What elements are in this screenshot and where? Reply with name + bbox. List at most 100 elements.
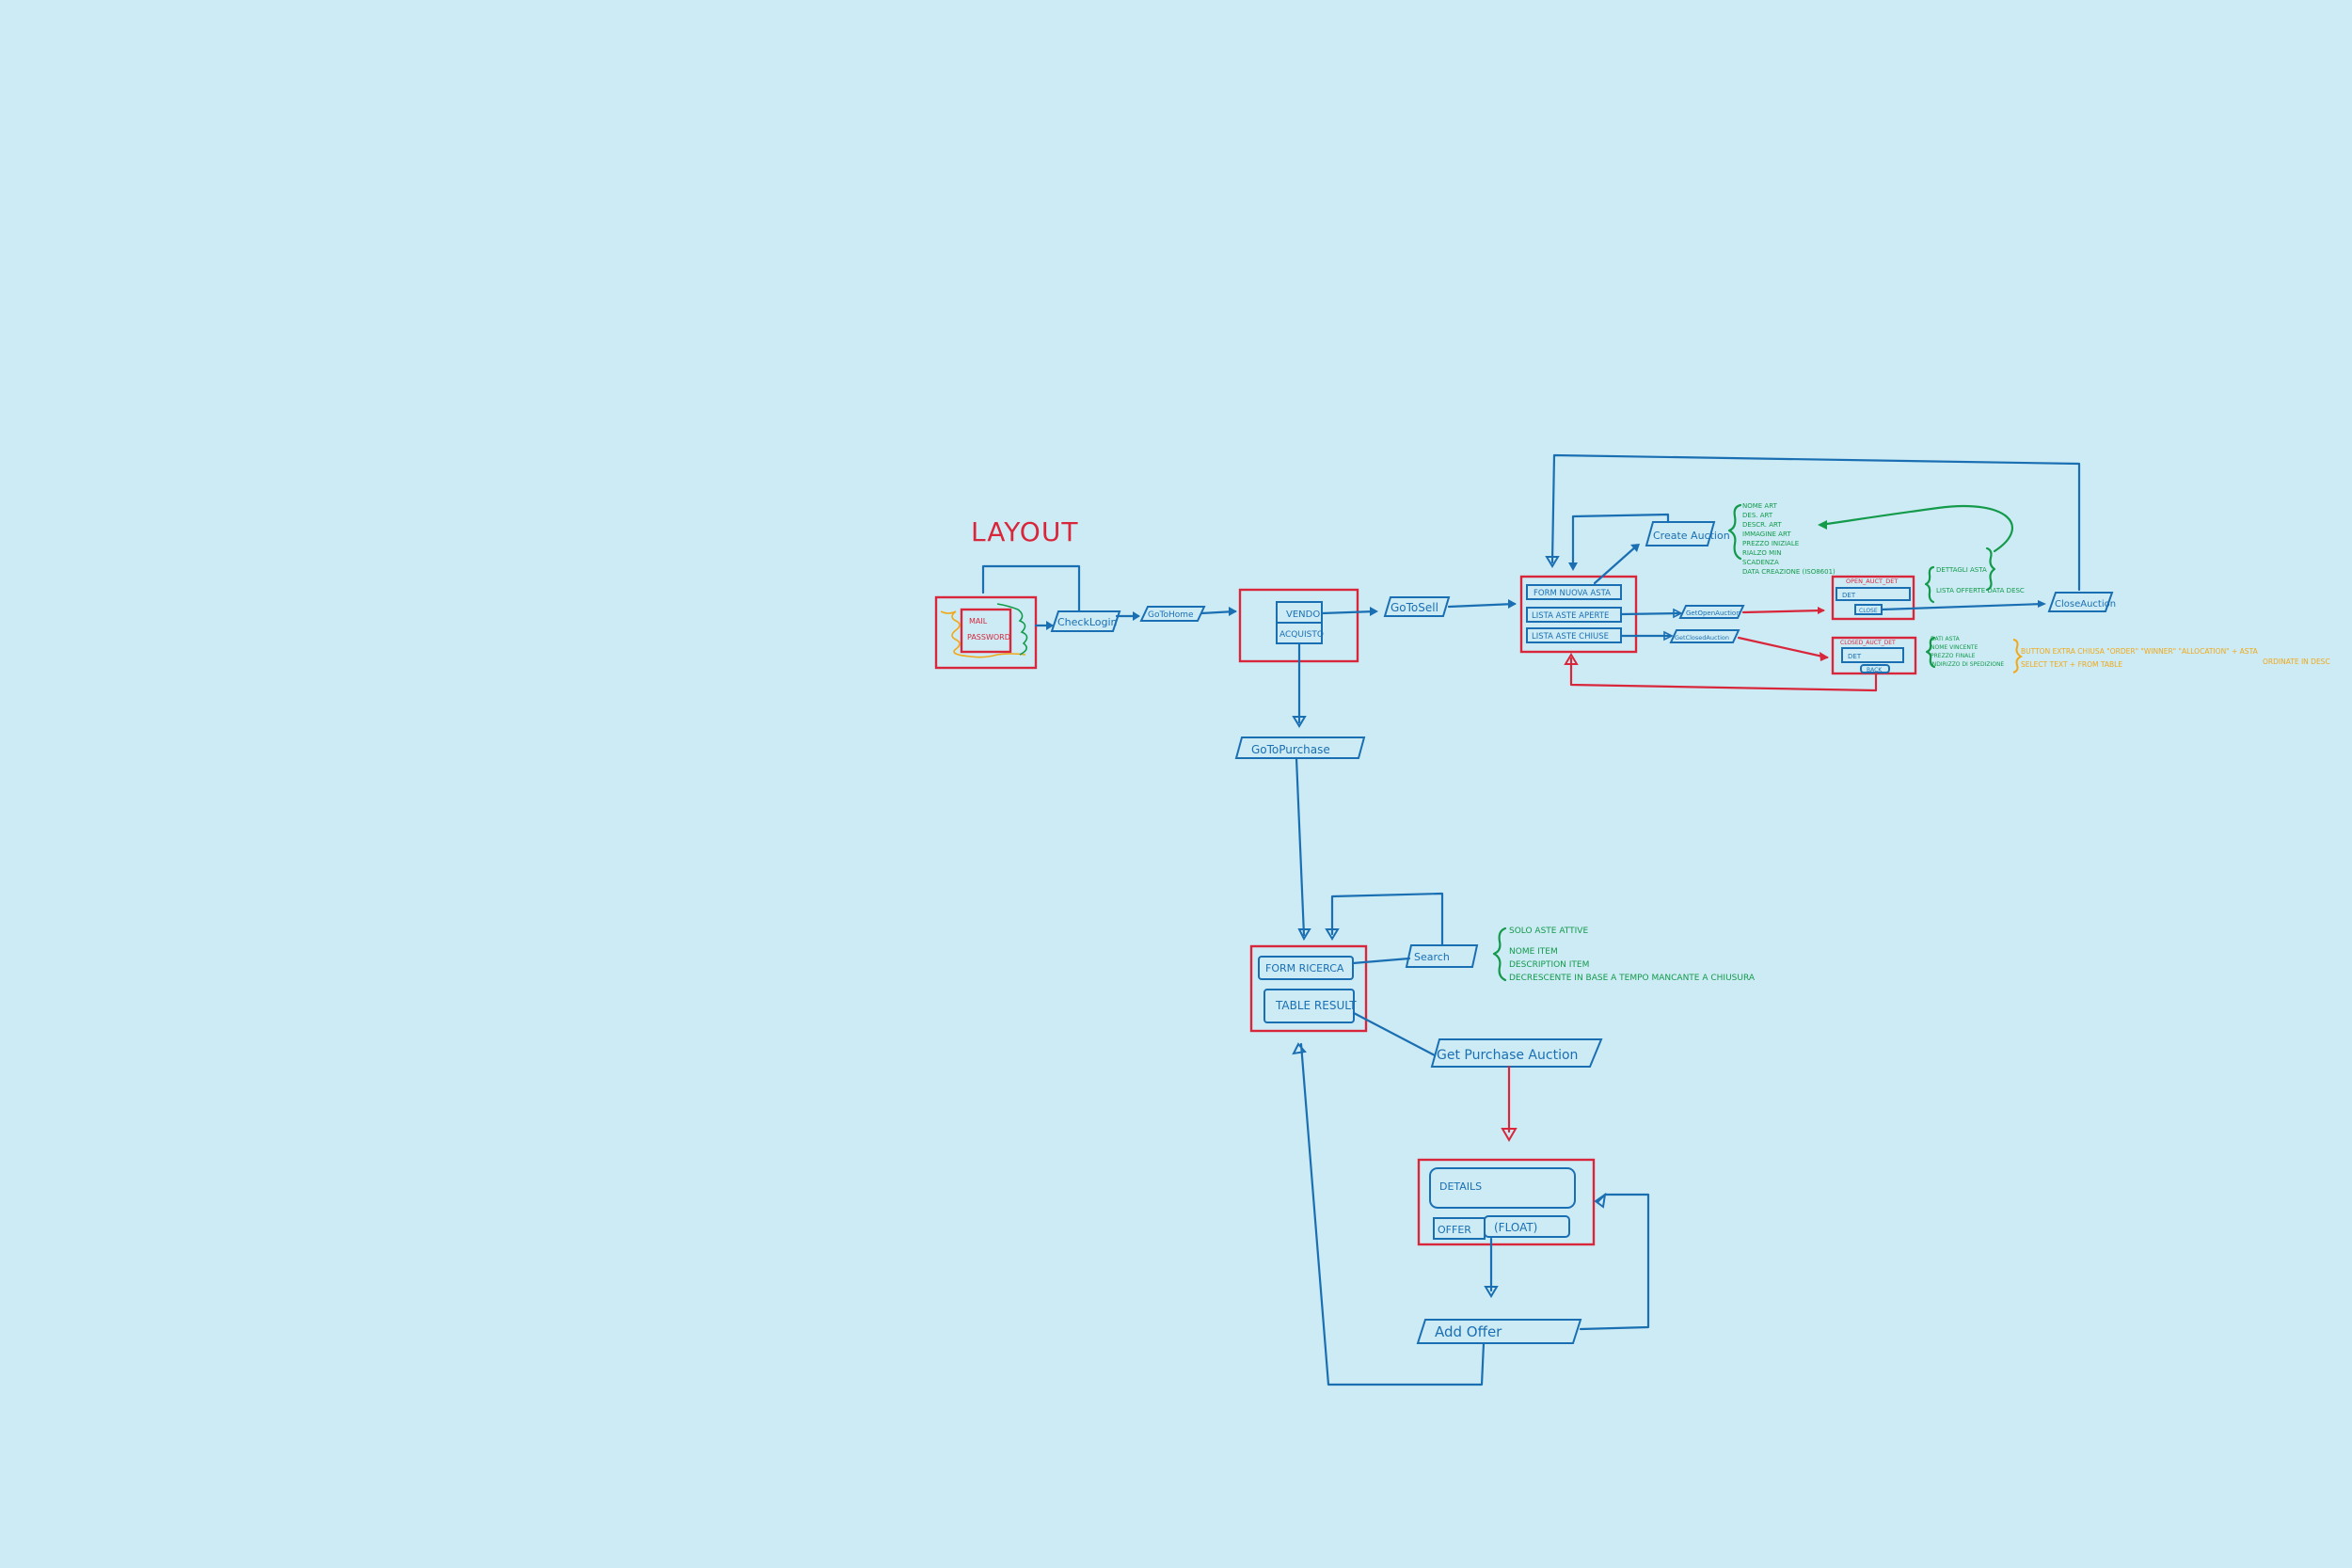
arrow-head xyxy=(1545,556,1560,568)
form-nuova-asta-label: FORM NUOVA ASTA xyxy=(1534,589,1611,598)
arrow-head xyxy=(1818,520,1827,530)
closed-note-3: INDIRIZZO DI SPEDIZIONE xyxy=(1931,661,2004,668)
arrow-head xyxy=(1501,1128,1518,1142)
get-open-auction-action[interactable]: GetOpenAuction xyxy=(1678,605,1745,619)
closed-orange-1: SELECT TEXT + FROM TABLE xyxy=(2021,660,2122,669)
closed-detail-back-button[interactable] xyxy=(1860,664,1890,673)
search-shape[interactable] xyxy=(1405,944,1479,968)
home-vendo[interactable]: VENDO xyxy=(1286,610,1320,620)
open-notes-right-brace xyxy=(1985,546,1996,592)
check-login-shape[interactable] xyxy=(1050,610,1121,632)
closed-notes-brace xyxy=(1925,636,1936,669)
create-auction-label: Create Auction xyxy=(1653,530,1730,542)
arrow-head xyxy=(1508,599,1517,609)
check-login-loop xyxy=(981,564,1081,612)
open-detail-close: CLOSE xyxy=(1859,608,1878,614)
home-acquisto[interactable]: ACQUISTO xyxy=(1279,630,1324,640)
login-inner-frame xyxy=(960,608,1012,654)
arrow-head xyxy=(1594,1192,1607,1209)
login-page-frame xyxy=(934,595,1038,670)
closed-orange-0: BUTTON EXTRA CHIUSA "ORDER" "WINNER" "AL… xyxy=(2021,647,2259,656)
get-closed-auction-action[interactable]: GetClosedAuction xyxy=(1669,629,1740,643)
check-login-action[interactable]: CheckLogin xyxy=(1050,610,1121,632)
go-to-home-label: GoToHome xyxy=(1148,610,1194,620)
create-note-5: RIALZO MIN xyxy=(1742,549,1782,557)
details-box xyxy=(1429,1167,1576,1209)
orange-brace xyxy=(2012,639,2023,673)
close-auction-shape[interactable] xyxy=(2047,592,2114,612)
arrow-head xyxy=(1370,607,1378,616)
add-offer-shape[interactable] xyxy=(1416,1319,1582,1344)
arrow-head xyxy=(1292,1042,1307,1055)
get-open-auction-shape[interactable] xyxy=(1678,605,1745,619)
go-to-purchase-action[interactable]: GoToPurchase xyxy=(1234,736,1366,759)
search-note-2: DESCRIPTION ITEM xyxy=(1509,960,1589,970)
arrow-head xyxy=(1820,652,1829,661)
arrow-head xyxy=(1673,608,1683,619)
arrow-head xyxy=(1292,716,1307,728)
lista-aste-aperte-label: LISTA ASTE APERTE xyxy=(1532,611,1609,621)
get-closed-auction-shape[interactable] xyxy=(1669,629,1740,643)
getopen-to-opendet xyxy=(1741,609,1825,614)
search-label: Search xyxy=(1414,951,1450,963)
go-to-sell-label: GoToSell xyxy=(1391,601,1438,614)
create-note-4: PREZZO INIZIALE xyxy=(1742,540,1799,547)
closed-note-1: NOME VINCENTE xyxy=(1931,644,1979,651)
create-loop xyxy=(1571,513,1670,570)
add-offer-label: Add Offer xyxy=(1435,1323,1502,1340)
go-to-home-shape[interactable] xyxy=(1139,606,1206,622)
close-auction-loop xyxy=(1550,453,2081,592)
getclosed-to-closeddet xyxy=(1737,636,1829,659)
go-to-purchase-shape[interactable] xyxy=(1234,736,1366,759)
form-ricerca-label: FORM RICERCA xyxy=(1265,962,1344,974)
form-ricerca-box[interactable] xyxy=(1258,956,1354,980)
search-loop xyxy=(1330,892,1444,947)
login-scribble-orange xyxy=(940,610,1026,658)
form-to-search xyxy=(1351,957,1411,965)
go-to-home-action[interactable]: GoToHome xyxy=(1139,606,1206,622)
add-offer-action[interactable]: Add Offer xyxy=(1416,1319,1582,1344)
addoffer-to-detail xyxy=(1579,1193,1650,1331)
close-auction-action[interactable]: CloseAuction xyxy=(2047,592,2116,612)
open-detail-title: OPEN_AUCT_DET xyxy=(1846,578,1898,585)
create-note-6: SCADENZA xyxy=(1742,559,1779,566)
search-note-0: SOLO ASTE ATTIVE xyxy=(1509,927,1588,936)
table-result-box[interactable] xyxy=(1263,989,1355,1023)
search-action[interactable]: Search xyxy=(1405,944,1479,968)
arrow-head xyxy=(1325,928,1340,941)
details-label: DETAILS xyxy=(1439,1180,1482,1193)
closed-detail-det-box[interactable] xyxy=(1841,647,1904,663)
get-purchase-auction-action[interactable]: Get Purchase Auction xyxy=(1430,1038,1603,1068)
open-detail-det-box[interactable] xyxy=(1836,587,1911,601)
go-to-purchase-label: GoToPurchase xyxy=(1251,743,1330,756)
closed-detail-title: CLOSED_AUCT_DET xyxy=(1840,640,1896,646)
search-notes: SOLO ASTE ATTIVE NOME ITEM DESCRIPTION I… xyxy=(1492,927,1756,983)
gotopurchase-to-search xyxy=(1295,756,1306,937)
search-note-3: DECRESCENTE IN BASE A TEMPO MANCANTE A C… xyxy=(1509,974,1756,983)
open-detail-frame xyxy=(1831,575,1915,621)
offer-input[interactable] xyxy=(1484,1215,1570,1238)
vendo-to-gotosell xyxy=(1320,610,1377,615)
create-auction-action[interactable]: Create Auction xyxy=(1645,521,1730,546)
go-to-sell-shape[interactable] xyxy=(1383,596,1451,617)
arrow-head xyxy=(1484,1286,1499,1298)
open-note-1: LISTA OFFERTE DATA DESC xyxy=(1936,587,2025,594)
create-auction-shape[interactable] xyxy=(1645,521,1716,546)
closed-orange-2: ORDINATE IN DESC xyxy=(2263,657,2330,666)
offer-label: OFFER xyxy=(1438,1224,1471,1236)
gotosell-to-sell xyxy=(1447,602,1517,609)
form-nuova-asta-box[interactable] xyxy=(1526,584,1622,600)
closed-detail-det: DET xyxy=(1848,653,1862,660)
login-mail-label: MAIL xyxy=(969,617,988,626)
open-detail-det: DET xyxy=(1842,592,1856,599)
go-to-sell-action[interactable]: GoToSell xyxy=(1383,596,1451,617)
arrow-head xyxy=(1046,621,1054,630)
create-note-0: NOME ART xyxy=(1742,502,1778,510)
arrow-head xyxy=(1663,630,1674,641)
arrow-head xyxy=(1297,928,1311,942)
get-purchase-auction-shape[interactable] xyxy=(1430,1038,1603,1068)
arrow-head xyxy=(1229,607,1237,616)
open-auction-detail: OPEN_AUCT_DET DET CLOSE xyxy=(1831,575,1915,621)
aperte-to-getopen xyxy=(1619,611,1681,616)
